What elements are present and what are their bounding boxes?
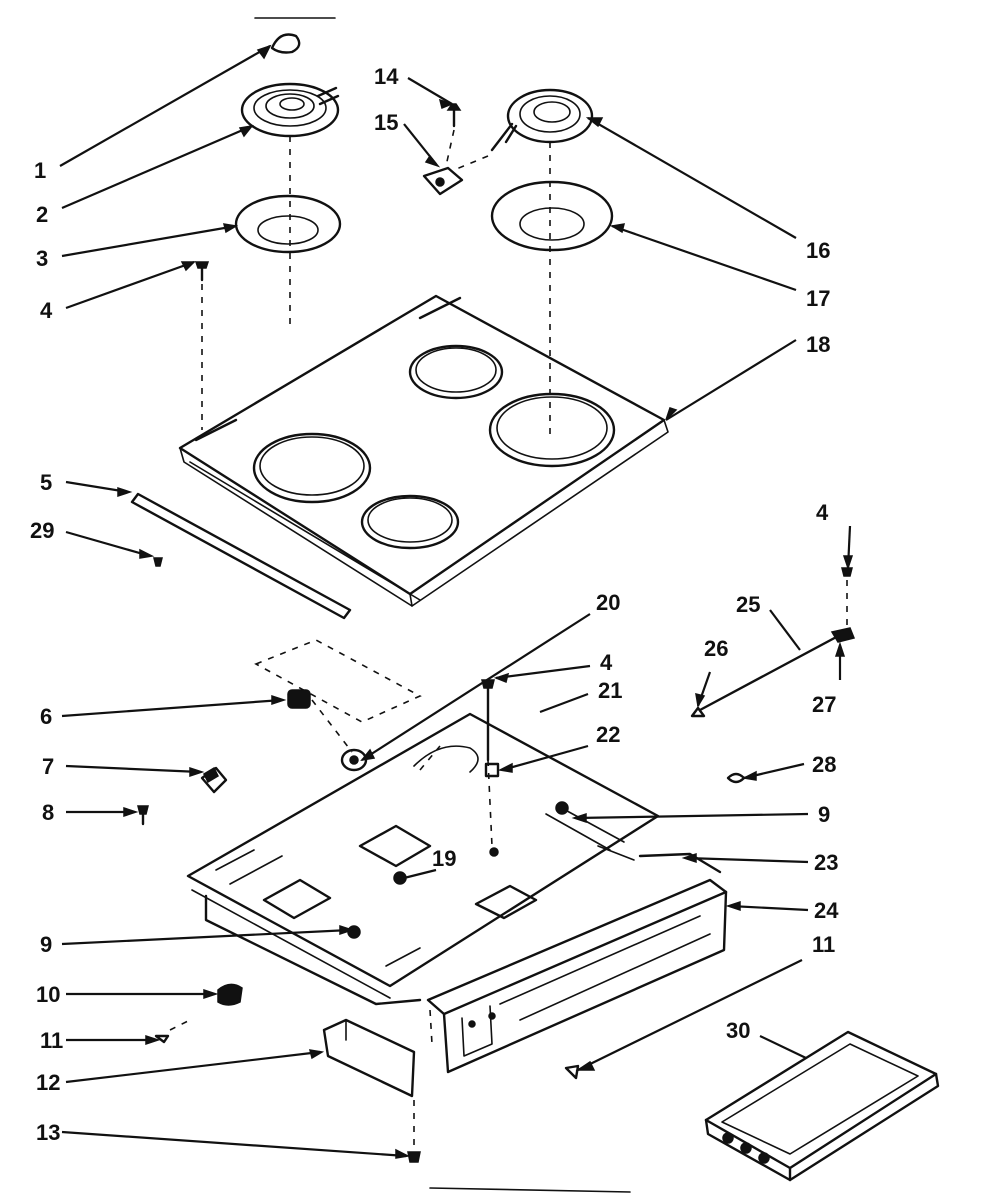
callout-1: 1 xyxy=(34,158,46,183)
callout-30: 30 xyxy=(726,1018,750,1043)
screw-11-path xyxy=(169,1019,191,1031)
center-line-12 xyxy=(429,1009,433,1045)
part-3-drip-bowl-left xyxy=(234,194,342,254)
part-22-spacer xyxy=(484,762,500,778)
part-16-surface-element-right xyxy=(490,88,594,152)
callout-9-right: 9 xyxy=(818,802,830,827)
part-28-clip xyxy=(726,772,746,784)
part-15-terminal-block xyxy=(422,129,464,196)
callout-12: 12 xyxy=(36,1070,60,1095)
callout-4-top: 4 xyxy=(40,298,53,323)
part-4-screw-right xyxy=(841,567,853,628)
page-mark-bottom xyxy=(429,1187,631,1193)
part-2-surface-element-left xyxy=(240,82,340,138)
callout-18: 18 xyxy=(806,332,830,357)
callout-7: 7 xyxy=(42,754,54,779)
part-6-receptacle xyxy=(287,689,353,753)
callout-25: 25 xyxy=(736,592,760,617)
callout-11-right: 11 xyxy=(812,932,835,957)
callout-14: 14 xyxy=(374,64,399,89)
callout-15: 15 xyxy=(374,110,398,135)
callout-21: 21 xyxy=(598,678,622,703)
part-7-bracket xyxy=(200,766,228,794)
callout-9-left: 9 xyxy=(40,932,52,957)
callout-23: 23 xyxy=(814,850,838,875)
wire-path xyxy=(453,155,489,171)
part-5-trim-strip xyxy=(130,492,352,620)
callout-11-left: 11 xyxy=(40,1028,63,1053)
part-24-control-panel xyxy=(426,878,728,1074)
leader-lines xyxy=(59,44,854,1159)
callout-28: 28 xyxy=(812,752,836,777)
part-13-screw xyxy=(407,1151,421,1163)
callout-2: 2 xyxy=(36,202,48,227)
callout-17: 17 xyxy=(806,286,830,311)
part-21-main-body xyxy=(186,712,660,1006)
callout-20: 20 xyxy=(596,590,620,615)
callout-6: 6 xyxy=(40,704,52,729)
part-27-bracket xyxy=(830,627,856,643)
part-18-cooktop xyxy=(178,294,669,607)
callout-29: 29 xyxy=(30,518,54,543)
part-25-rod xyxy=(698,632,844,712)
callout-27: 27 xyxy=(812,692,836,717)
part-11-screw-left xyxy=(154,1034,170,1044)
part-30-glass-panel xyxy=(704,1030,940,1182)
part-11-screw-right xyxy=(564,1064,580,1080)
part-29-screw xyxy=(153,557,163,567)
callout-24: 24 xyxy=(814,898,839,923)
callout-19: 19 xyxy=(432,846,456,871)
callout-8: 8 xyxy=(42,800,54,825)
callout-26: 26 xyxy=(704,636,728,661)
callout-10: 10 xyxy=(36,982,60,1007)
callout-4-middle: 4 xyxy=(600,650,613,675)
callout-16: 16 xyxy=(806,238,830,263)
callout-4-right: 4 xyxy=(816,500,829,525)
part-8-screw xyxy=(137,805,149,826)
part-23-rail xyxy=(638,852,722,874)
callout-3: 3 xyxy=(36,246,48,271)
callout-5: 5 xyxy=(40,470,52,495)
part-outline-dashed xyxy=(254,639,422,723)
part-10-knob xyxy=(217,983,243,1006)
part-1-cap xyxy=(270,33,301,54)
part-12-end-cap xyxy=(322,1018,416,1098)
callout-13: 13 xyxy=(36,1120,60,1145)
callout-22: 22 xyxy=(596,722,620,747)
callout-labels: 1 2 3 4 5 29 14 15 16 17 18 20 4 21 22 4… xyxy=(30,64,839,1145)
part-14-screw xyxy=(446,103,462,128)
part-17-drip-bowl-right xyxy=(490,180,614,252)
part-4-screw-top xyxy=(194,261,210,430)
part-26-tip xyxy=(690,706,706,718)
